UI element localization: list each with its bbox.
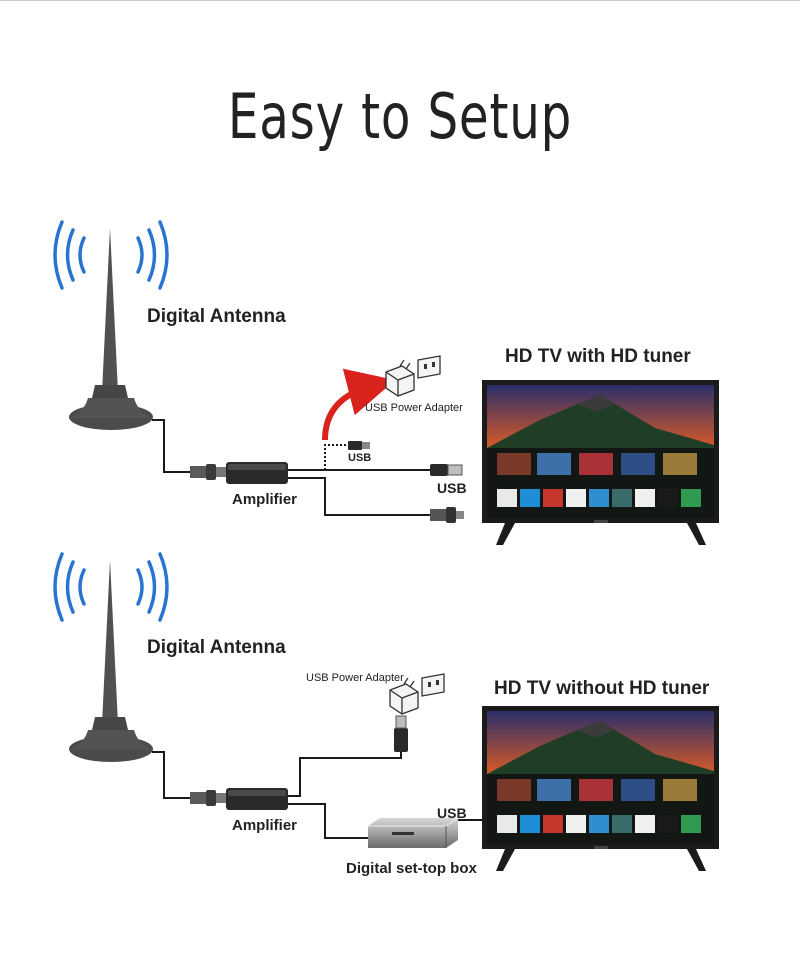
diagram-without-hd-tuner: Digital Antenna Amplifier bbox=[53, 552, 719, 877]
usb-power-cable bbox=[288, 752, 402, 797]
amplifier-icon bbox=[226, 788, 288, 810]
stb-label: Digital set-top box bbox=[346, 860, 477, 877]
wall-socket-icon bbox=[417, 355, 441, 379]
amplifier-label: Amplifier bbox=[232, 817, 297, 834]
power-adapter-icon bbox=[389, 677, 419, 715]
usb-power-cable bbox=[324, 444, 348, 470]
micro-usb-plug-icon bbox=[348, 441, 370, 450]
tv-label: HD TV with HD tuner bbox=[505, 346, 691, 367]
power-adapter-icon bbox=[385, 359, 415, 397]
antenna-icon bbox=[69, 560, 153, 762]
wall-socket-icon bbox=[421, 673, 445, 697]
wifi-waves-icon bbox=[53, 220, 169, 290]
antenna-label: Digital Antenna bbox=[147, 306, 286, 327]
tv-app-tiles bbox=[497, 453, 701, 507]
usb-label: USB bbox=[437, 805, 467, 821]
tv-label: HD TV without HD tuner bbox=[494, 678, 710, 699]
amplifier-label: Amplifier bbox=[232, 491, 297, 508]
coax-plug-icon bbox=[190, 464, 226, 480]
usb-label: USB bbox=[437, 480, 467, 496]
red-arrow-icon bbox=[322, 368, 396, 441]
tv-app-tiles bbox=[497, 779, 701, 833]
usb-plug-icon bbox=[394, 715, 408, 752]
usb-plug-icon bbox=[430, 464, 463, 476]
wifi-waves-icon bbox=[53, 552, 169, 622]
tv-icon bbox=[482, 380, 719, 545]
coax-plug-icon bbox=[190, 790, 226, 806]
adapter-label: USB Power Adapter bbox=[365, 402, 463, 414]
coax-plug-icon bbox=[430, 507, 464, 523]
top-divider bbox=[0, 0, 800, 1]
coax-cable-to-stb bbox=[288, 803, 368, 839]
diagram-with-hd-tuner: Digital Antenna Amplifier bbox=[53, 220, 719, 545]
antenna-icon bbox=[69, 228, 153, 430]
page-title: Easy to Setup bbox=[227, 80, 573, 153]
coax-cable bbox=[152, 419, 190, 473]
amplifier-icon bbox=[226, 462, 288, 484]
set-top-box-icon bbox=[368, 817, 459, 848]
coax-cable bbox=[152, 751, 190, 799]
coax-cable-to-tv bbox=[288, 477, 430, 516]
adapter-label: USB Power Adapter bbox=[306, 672, 404, 684]
usb-small-label: USB bbox=[348, 452, 371, 464]
antenna-label: Digital Antenna bbox=[147, 637, 286, 658]
tv-icon bbox=[482, 706, 719, 871]
